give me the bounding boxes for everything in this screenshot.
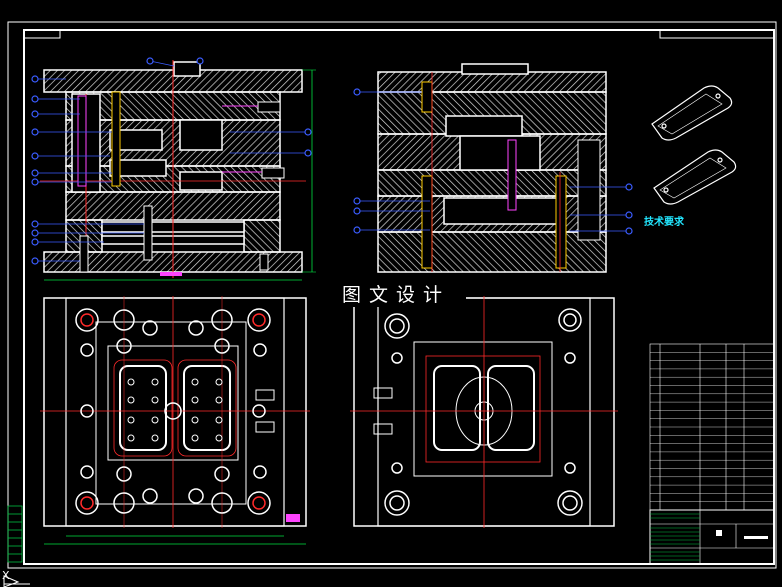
part-balloon-icon [353,88,633,235]
front-section-view [31,57,316,281]
sheet-inner-frame [23,29,775,565]
part-balloon-icon [31,57,312,265]
revision-block [7,505,23,563]
ucs-x-label: X [2,569,10,582]
plan-view-right [350,296,618,528]
top-right-tab [659,29,775,39]
plan-view-left [40,296,310,545]
watermark-label: 图文设计 [326,283,466,307]
top-left-tab [23,29,61,39]
title-block [649,509,775,565]
side-section-view [353,63,633,273]
tech-requirements-title: 技术要求 [644,217,684,228]
sheet-outer-frame [7,21,777,569]
bom-rows [650,352,774,502]
ucs-axis-icon [3,575,30,587]
product-sketch-icon [651,85,737,205]
